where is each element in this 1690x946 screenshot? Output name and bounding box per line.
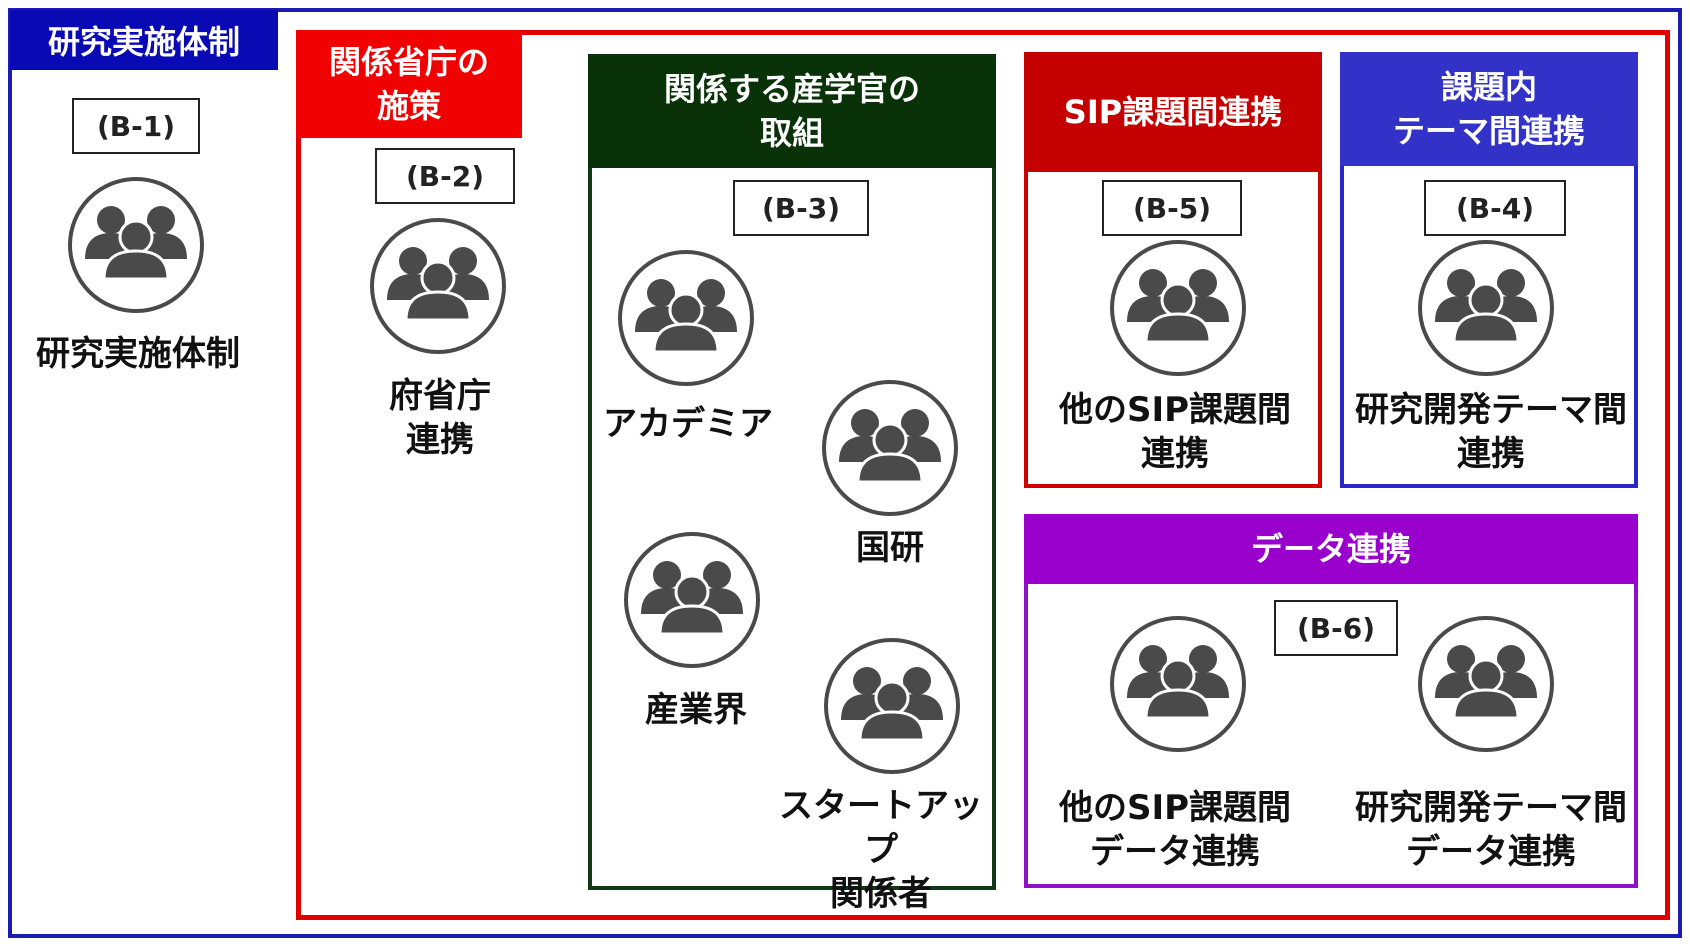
label-theme-data-link: 研究開発テーマ間 データ連携	[1346, 786, 1636, 874]
label-ministry-link: 府省庁 連携	[340, 374, 540, 462]
people-group-icon	[820, 378, 960, 518]
theme-label-line2: 連携	[1457, 434, 1525, 474]
theme-data-line2: データ連携	[1406, 832, 1576, 872]
theme-header: 課題内 テーマ間連携	[1340, 52, 1638, 166]
ministry-line1: 府省庁	[389, 376, 491, 416]
people-group-icon	[622, 530, 762, 670]
main-title: 研究実施体制	[10, 10, 278, 70]
data-header: データ連携	[1024, 514, 1638, 584]
label-theme-link: 研究開発テーマ間 連携	[1346, 388, 1636, 476]
sip-label-line2: 連携	[1141, 434, 1209, 474]
people-group-icon	[368, 216, 508, 356]
theme-label-line1: 研究開発テーマ間	[1355, 390, 1627, 430]
sip-data-line2: データ連携	[1090, 832, 1260, 872]
people-group-icon	[822, 636, 962, 776]
policy-header: 関係省庁の 施策	[296, 30, 522, 138]
label-research-system: 研究実施体制	[36, 334, 240, 374]
policy-title-line1: 関係省庁の	[328, 43, 489, 81]
label-sip-data-link: 他のSIP課題間 データ連携	[1030, 786, 1320, 874]
people-group-icon	[1416, 614, 1556, 754]
theme-title-line2: テーマ間連携	[1392, 112, 1585, 150]
sip-header: SIP課題間連携	[1024, 52, 1322, 172]
people-group-icon	[66, 175, 206, 315]
people-group-icon	[616, 248, 756, 388]
outer-frame	[8, 8, 1682, 938]
policy-title-line2: 施策	[376, 87, 441, 125]
tag-b2: (B-2)	[375, 148, 515, 204]
label-startup: スタートアップ 関係者	[770, 784, 992, 916]
theme-title-line1: 課題内	[1440, 68, 1537, 106]
tag-b1: (B-1)	[72, 98, 200, 154]
label-industry: 産業界	[645, 690, 747, 730]
startup-line1: スタートアップ	[779, 786, 983, 870]
label-national-lab: 国研	[856, 528, 924, 568]
iag-title-line2: 取組	[759, 114, 824, 152]
tag-b6: (B-6)	[1274, 600, 1398, 656]
sip-label-line1: 他のSIP課題間	[1058, 390, 1292, 430]
ministry-line2: 連携	[406, 420, 474, 460]
iag-title-line1: 関係する産学官の	[663, 70, 920, 108]
iag-header: 関係する産学官の 取組	[588, 54, 996, 168]
label-sip-link: 他のSIP課題間 連携	[1030, 388, 1320, 476]
people-group-icon	[1108, 238, 1248, 378]
theme-data-line1: 研究開発テーマ間	[1355, 788, 1627, 828]
tag-b3: (B-3)	[733, 180, 869, 236]
label-academia: アカデミア	[603, 404, 773, 444]
sip-data-line1: 他のSIP課題間	[1058, 788, 1292, 828]
startup-line2: 関係者	[830, 874, 932, 914]
tag-b5: (B-5)	[1102, 180, 1242, 236]
data-title: データ連携	[1250, 530, 1411, 568]
policy-frame	[296, 30, 1670, 920]
tag-b4: (B-4)	[1424, 180, 1566, 236]
people-group-icon	[1416, 238, 1556, 378]
sip-title: SIP課題間連携	[1063, 93, 1283, 131]
people-group-icon	[1108, 614, 1248, 754]
